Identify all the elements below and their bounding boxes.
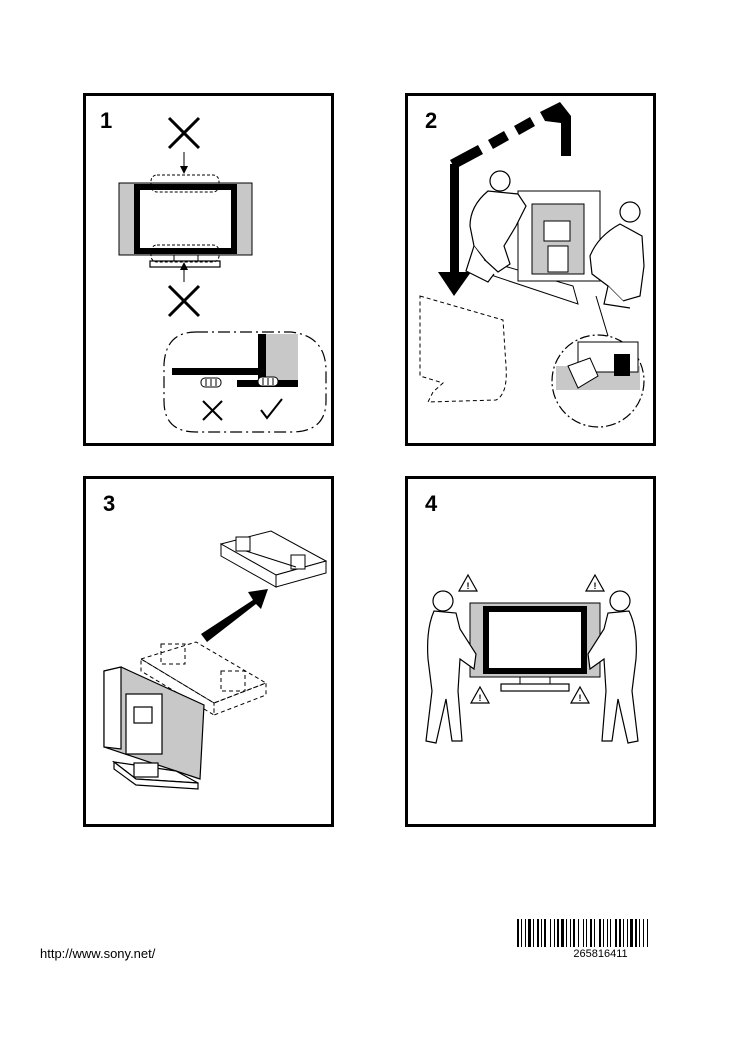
step-4-panel: 4 ! ! ! ! [405, 476, 656, 827]
svg-text:!: ! [479, 693, 482, 703]
step-1-panel: 1 [83, 93, 334, 446]
check-icon [261, 399, 282, 418]
warning-icon: ! [586, 575, 604, 591]
person-icon [426, 591, 476, 743]
tv-rear-icon [104, 667, 204, 789]
step-1-illustration [86, 96, 331, 443]
warning-icon: ! [571, 687, 589, 703]
tv-front-icon [119, 175, 252, 267]
cross-icon [169, 286, 199, 316]
svg-text:!: ! [594, 581, 597, 591]
hand-icon [201, 378, 221, 387]
svg-text:!: ! [467, 581, 470, 591]
cross-icon [169, 118, 199, 148]
footer-url[interactable]: http://www.sony.net/ [40, 946, 155, 961]
step-4-illustration: ! ! ! ! [408, 479, 653, 824]
svg-text:!: ! [579, 693, 582, 703]
barcode-number: 265816411 [517, 948, 684, 960]
warning-icon: ! [471, 687, 489, 703]
step-2-illustration [408, 96, 653, 443]
step-2-panel: 2 [405, 93, 656, 446]
hand-icon [258, 377, 278, 386]
barcode [517, 919, 684, 949]
packing-cushion-icon [221, 531, 326, 587]
person-icon [466, 171, 526, 282]
step-3-panel: 3 [83, 476, 334, 827]
step-3-illustration [86, 479, 331, 824]
arrow-down-icon [180, 152, 188, 174]
tv-front-icon [470, 603, 600, 691]
cross-icon [203, 401, 222, 420]
arrow-icon [201, 589, 268, 642]
magnifier-detail-icon [552, 296, 644, 427]
warning-icon: ! [459, 575, 477, 591]
